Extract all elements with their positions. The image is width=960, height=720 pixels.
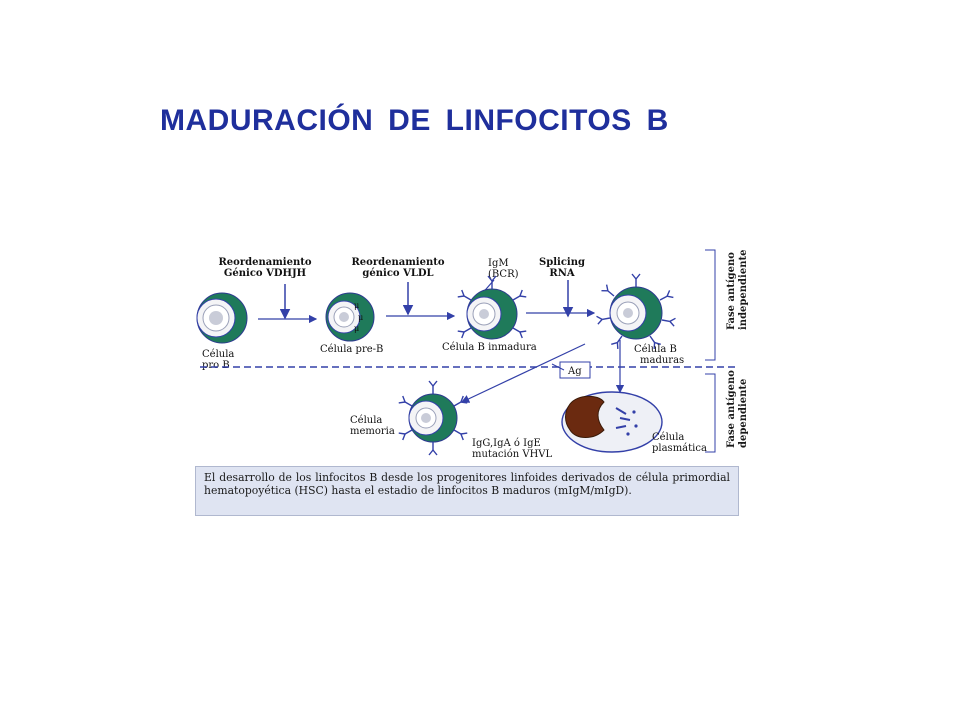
step2-label-line2: génico VLDL (362, 268, 433, 279)
igm-label-line1: IgM (488, 258, 509, 269)
igm-label-line2: (BCR) (488, 269, 519, 280)
pre-b-label: Célula pre-B (320, 344, 383, 355)
step3-label-line1: Splicing (539, 257, 585, 268)
step2-label-line1: Reordenamiento (351, 257, 444, 268)
figure-caption: El desarrollo de los linfocitos B desde … (195, 466, 739, 516)
phase-dependent-line2: dependiente (738, 379, 749, 448)
plasma-label-line2: plasmática (652, 443, 707, 454)
mature-b-label-line1: Célula B (634, 344, 677, 355)
pre-b-cell (325, 292, 375, 342)
memory-cell (398, 380, 468, 456)
memory-label-line1: Célula (350, 415, 382, 426)
mature-b-label-line2: maduras (640, 355, 684, 366)
step3-label-line2: RNA (549, 268, 574, 279)
phase-independent-line2: independiente (738, 250, 749, 330)
antigen-box (559, 361, 591, 379)
mu-chain-label-2: μ (358, 313, 363, 322)
arrow-to-memory (460, 343, 586, 403)
b-cell-maturation-diagram: Reordenamiento Génico VDHJH Reordenamien… (196, 249, 749, 460)
isotypes-label-line1: IgG,IgA ó IgE (472, 438, 541, 449)
plasma-label-line1: Célula (652, 432, 684, 443)
mu-chain-label-3: μ (354, 324, 359, 333)
memory-label-line2: memoria (350, 426, 395, 437)
page-title: MADURACIÓN DE LINFOCITOS B (160, 104, 669, 137)
pro-b-label-line2: pro B (202, 360, 230, 371)
step1-label-line2: Génico VDHJH (224, 268, 306, 279)
phase-dependent-line1: Fase antígeno (726, 370, 737, 448)
isotypes-label-line2: mutación VHVL (472, 449, 553, 460)
pro-b-cell (196, 292, 248, 344)
antigen-label: Ag (567, 366, 582, 377)
mu-chain-label-1: μ (354, 301, 359, 310)
step1-label-line1: Reordenamiento (218, 257, 311, 268)
phase-bracket-independent (705, 249, 716, 361)
plasma-cell (561, 391, 663, 453)
immature-b-label: Célula B inmadura (442, 342, 537, 353)
pro-b-label-line1: Célula (202, 349, 234, 360)
mature-b-cell (595, 273, 677, 350)
arrow-ag-pointer (551, 363, 565, 371)
phase-independent-line1: Fase antígeno (726, 252, 737, 330)
phase-bracket-dependent (705, 373, 716, 453)
immature-b-cell (457, 275, 527, 340)
